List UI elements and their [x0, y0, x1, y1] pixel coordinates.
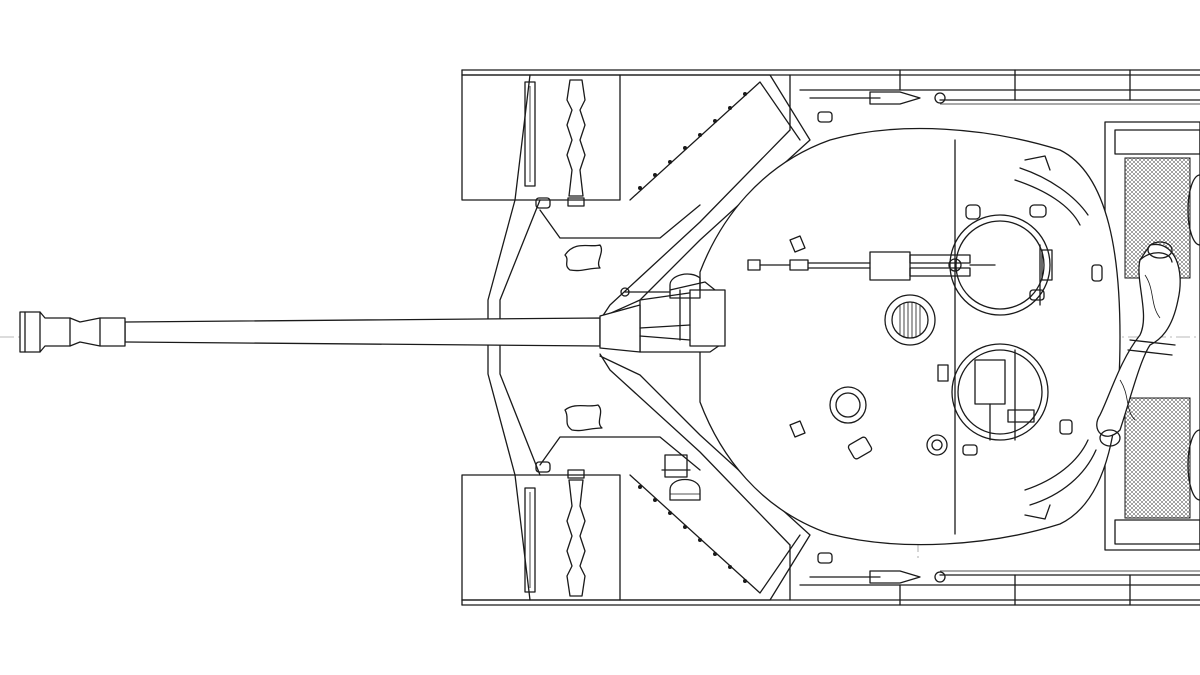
muzzle-brake-icon	[19, 311, 126, 353]
turret	[620, 127, 1121, 546]
loader-hatch	[949, 204, 1053, 316]
gun-barrel-icon	[124, 317, 601, 347]
cable-clamps	[817, 69, 1131, 606]
gun-mantlet	[639, 281, 726, 353]
headlight-icon	[564, 404, 603, 432]
ventilator-icon	[884, 294, 936, 346]
periscope-icon	[829, 386, 867, 424]
commander-hatch	[937, 343, 1073, 456]
rivets	[638, 92, 747, 583]
lower-track-fender	[461, 469, 1200, 606]
tool-box	[661, 454, 701, 501]
headlight-icon	[564, 244, 603, 272]
exhaust-pipe-icon	[1096, 241, 1181, 447]
gun	[19, 304, 691, 353]
engine-grille-lower	[1124, 397, 1191, 519]
upper-track-fender	[461, 69, 1200, 207]
machine-gun-icon	[747, 251, 996, 281]
tow-hook	[869, 570, 921, 584]
tow-hook	[869, 91, 921, 105]
engine-deck	[789, 69, 1200, 606]
periscope-icon	[926, 434, 948, 456]
